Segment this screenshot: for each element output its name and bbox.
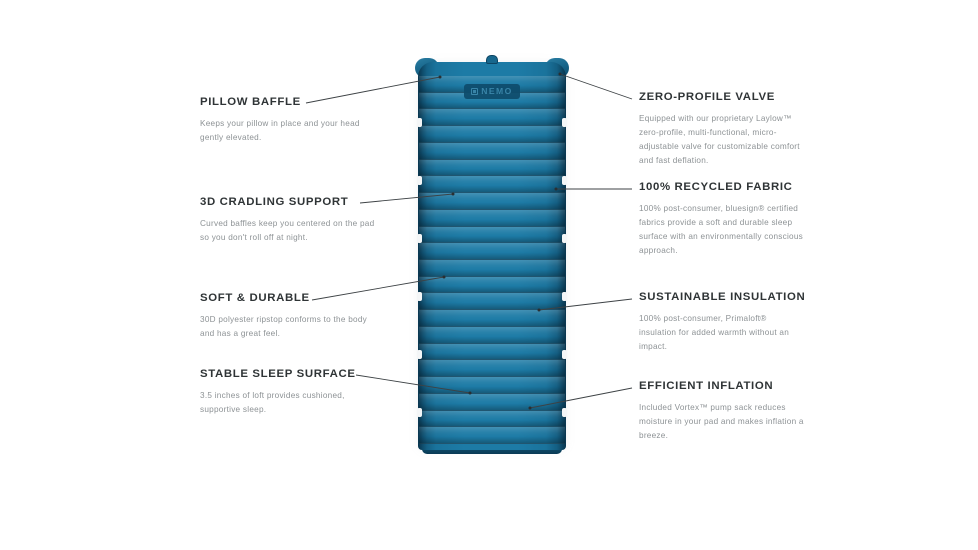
callout-3d-cradling-support: 3D CRADLING SUPPORT Curved baffles keep …	[200, 196, 380, 245]
pad-side-notch-right	[562, 292, 567, 301]
callout-title-sustainable-insulation: SUSTAINABLE INSULATION	[639, 291, 806, 303]
pad-baffle	[419, 310, 565, 327]
pad-side-notch-left	[417, 292, 422, 301]
pad-baffle	[419, 343, 565, 361]
pad-baffle	[419, 293, 565, 311]
pad-side-notch-left	[417, 118, 422, 127]
callout-zero-profile-valve: ZERO-PROFILE VALVE Equipped with our pro…	[639, 91, 804, 168]
callout-title-soft-durable: SOFT & DURABLE	[200, 292, 310, 304]
nemo-logo-badge: NEMO	[464, 84, 520, 99]
pad-baffle	[419, 142, 565, 160]
pad-side-notch-left	[417, 350, 422, 359]
pad-side-notch-right	[562, 350, 567, 359]
pad-baffle	[419, 209, 565, 227]
pad-side-notch-right	[562, 234, 567, 243]
nemo-logo-mark-icon	[471, 88, 479, 95]
callout-title-recycled-fabric: 100% RECYCLED FABRIC	[639, 181, 793, 193]
pad-baffle	[419, 276, 565, 294]
pad-baffle	[419, 427, 565, 444]
callout-title-stable-sleep-surface: STABLE SLEEP SURFACE	[200, 368, 356, 380]
callout-soft-durable: SOFT & DURABLE 30D polyester ripstop con…	[200, 292, 370, 341]
callout-body-recycled-fabric: 100% post-consumer, bluesign® certified …	[639, 203, 804, 255]
pad-seam-left	[418, 62, 427, 450]
pad-side-notch-right	[562, 408, 567, 417]
pad-baffle	[419, 260, 565, 277]
pad-baffle	[419, 360, 565, 378]
callout-body-sustainable-insulation: 100% post-consumer, Primaloft® insulatio…	[639, 313, 790, 351]
callout-recycled-fabric: 100% RECYCLED FABRIC 100% post-consumer,…	[639, 181, 804, 258]
leader-line-zero-profile-valve	[559, 73, 633, 100]
callout-stable-sleep-surface: STABLE SLEEP SURFACE 3.5 inches of loft …	[200, 368, 380, 417]
callout-title-3d-cradling-support: 3D CRADLING SUPPORT	[200, 196, 349, 208]
callout-body-pillow-baffle: Keeps your pillow in place and your head…	[200, 118, 360, 142]
pad-baffle	[419, 410, 565, 428]
callout-body-efficient-inflation: Included Vortex™ pump sack reduces moist…	[639, 402, 804, 440]
pad-baffle	[419, 393, 565, 411]
callout-title-pillow-baffle: PILLOW BAFFLE	[200, 96, 301, 108]
pad-side-notch-left	[417, 234, 422, 243]
callout-body-soft-durable: 30D polyester ripstop conforms to the bo…	[200, 314, 368, 338]
pad-body: NEMO	[418, 62, 566, 450]
pad-baffle	[419, 176, 565, 194]
pad-baffle	[419, 109, 565, 127]
callout-body-3d-cradling-support: Curved baffles keep you centered on the …	[200, 218, 375, 242]
pad-baffle	[419, 326, 565, 344]
pad-baffle	[419, 193, 565, 210]
callout-body-zero-profile-valve: Equipped with our proprietary Laylow™ ze…	[639, 113, 800, 165]
callout-title-zero-profile-valve: ZERO-PROFILE VALVE	[639, 91, 775, 103]
pad-baffle	[419, 226, 565, 244]
pad-side-notch-left	[417, 176, 422, 185]
pad-side-notch-right	[562, 118, 567, 127]
callout-title-efficient-inflation: EFFICIENT INFLATION	[639, 380, 774, 392]
pad-baffle	[419, 159, 565, 177]
callout-pillow-baffle: PILLOW BAFFLE Keeps your pillow in place…	[200, 96, 380, 145]
pad-side-notch-left	[417, 408, 422, 417]
pad-seam-right	[557, 62, 566, 450]
pad-side-notch-right	[562, 176, 567, 185]
pad-baffle	[419, 243, 565, 260]
nemo-logo-text: NEMO	[481, 86, 513, 97]
pad-baffle	[419, 92, 565, 110]
callout-efficient-inflation: EFFICIENT INFLATION Included Vortex™ pum…	[639, 380, 804, 443]
zero-profile-valve-nub	[486, 55, 498, 64]
sleeping-pad-illustration: NEMO	[415, 55, 569, 454]
callout-sustainable-insulation: SUSTAINABLE INSULATION 100% post-consume…	[639, 291, 806, 354]
pad-baffle	[419, 377, 565, 394]
callout-body-stable-sleep-surface: 3.5 inches of loft provides cushioned, s…	[200, 390, 345, 414]
pad-baffle	[419, 126, 565, 143]
